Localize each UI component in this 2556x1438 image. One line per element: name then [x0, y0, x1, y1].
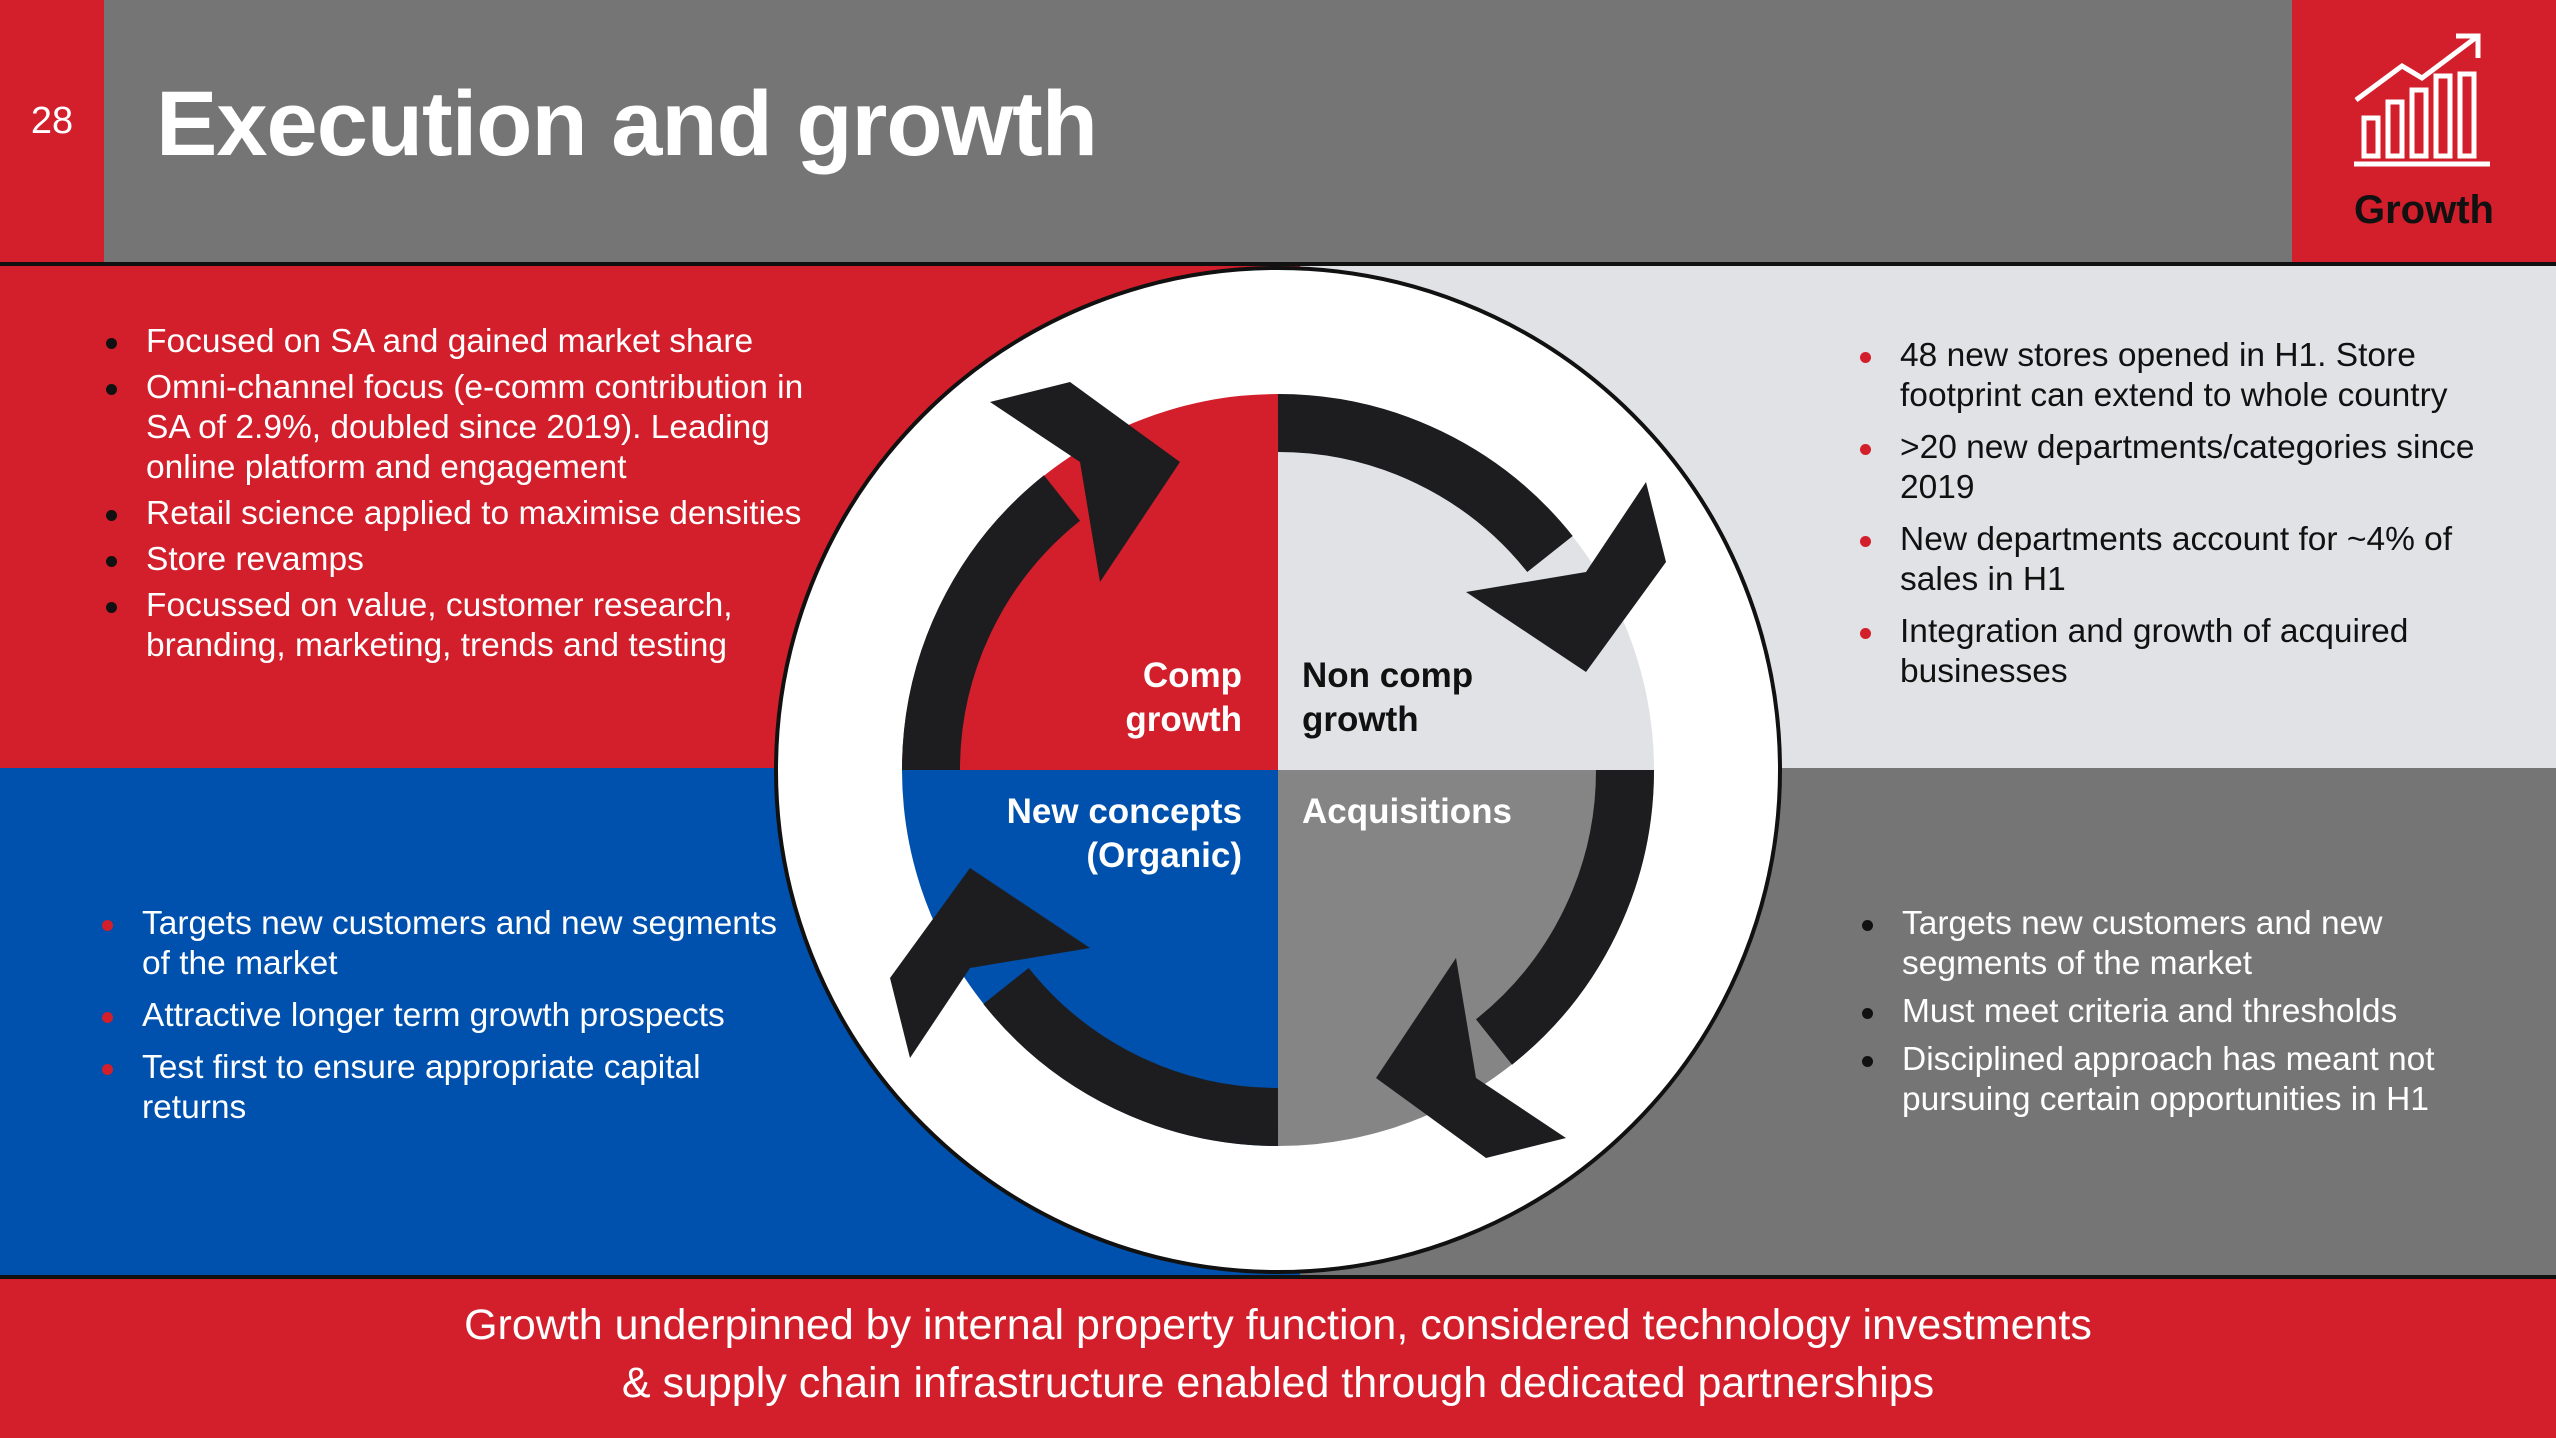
bullet-icon — [1860, 352, 1871, 363]
arrowhead-top-right — [1466, 482, 1666, 672]
list-item: Test first to ensure appropriate capital… — [98, 1048, 798, 1128]
quadrant-comp-growth — [902, 394, 1278, 770]
footer-banner — [0, 1279, 2556, 1438]
growth-badge-label: Growth — [2354, 188, 2494, 232]
label-comp-growth: Comp growth — [1125, 656, 1242, 739]
quadrant-acquisitions — [1278, 770, 1654, 1146]
comp-growth-list: Focused on SA and gained market share Om… — [102, 322, 842, 672]
bullet-icon — [1862, 1056, 1873, 1067]
quadrant-new-concepts — [902, 770, 1278, 1146]
page-number: 28 — [30, 100, 74, 142]
arrowhead-top-left — [990, 382, 1180, 582]
arrow-comp-to-non-comp — [901, 475, 1081, 771]
list-item: 48 new stores opened in H1. Store footpr… — [1856, 336, 2516, 416]
list-item: Attractive longer term growth prospects — [98, 996, 798, 1036]
bullet-icon — [106, 384, 117, 395]
list-item: Focussed on value, customer research, br… — [102, 586, 842, 666]
bullet-icon — [106, 556, 117, 567]
page-number-panel — [0, 0, 104, 262]
bullet-icon — [102, 1012, 113, 1023]
quadrant-non-comp-growth — [1278, 394, 1654, 770]
bullet-icon — [1860, 628, 1871, 639]
label-new-concepts: New concepts (Organic) — [1006, 792, 1242, 875]
bullet-icon — [106, 602, 117, 613]
bullet-icon — [102, 920, 113, 931]
arrowhead-bottom-right — [1376, 958, 1566, 1158]
footer-divider — [0, 1275, 2556, 1279]
list-item: Retail science applied to maximise densi… — [102, 494, 842, 534]
label-acquisitions: Acquisitions — [1302, 792, 1513, 831]
list-item: Omni-channel focus (e-comm contribution … — [102, 368, 842, 488]
arrow-new-concepts-to-comp — [983, 967, 1279, 1147]
bullet-icon — [1860, 444, 1871, 455]
list-item: Focused on SA and gained market share — [102, 322, 842, 362]
bullet-icon — [102, 1064, 113, 1075]
page-title: Execution and growth — [156, 73, 1098, 175]
list-item: >20 new departments/categories since 201… — [1856, 428, 2516, 508]
list-item: Disciplined approach has meant not pursu… — [1858, 1040, 2518, 1120]
bullet-icon — [1860, 536, 1871, 547]
growth-chart-icon — [2354, 33, 2490, 167]
arrow-non-comp-to-acquisitions — [1277, 393, 1573, 573]
growth-cycle-diagram — [774, 266, 1782, 1274]
list-item: Targets new customers and new segments o… — [1858, 904, 2518, 984]
list-item: Store revamps — [102, 540, 842, 580]
list-item: New departments account for ~4% of sales… — [1856, 520, 2516, 600]
arrowhead-bottom-left — [890, 868, 1090, 1058]
cycle-arrows — [901, 393, 1655, 1147]
non-comp-growth-list: 48 new stores opened in H1. Store footpr… — [1856, 336, 2516, 704]
bullet-icon — [1862, 1008, 1873, 1019]
arrow-acquisitions-to-new-concepts — [1475, 769, 1655, 1065]
header-divider — [0, 262, 2556, 266]
bullet-icon — [106, 510, 117, 521]
acquisitions-list: Targets new customers and new segments o… — [1858, 904, 2518, 1128]
list-item: Must meet criteria and thresholds — [1858, 992, 2518, 1032]
bullet-icon — [106, 338, 117, 349]
list-item: Targets new customers and new segments o… — [98, 904, 798, 984]
footer-text: Growth underpinned by internal property … — [464, 1301, 2092, 1407]
bullet-icon — [1862, 920, 1873, 931]
title-banner — [104, 0, 2292, 262]
new-concepts-list: Targets new customers and new segments o… — [98, 904, 798, 1140]
label-non-comp-growth: Non comp growth — [1302, 656, 1474, 739]
list-item: Integration and growth of acquired busin… — [1856, 612, 2516, 692]
